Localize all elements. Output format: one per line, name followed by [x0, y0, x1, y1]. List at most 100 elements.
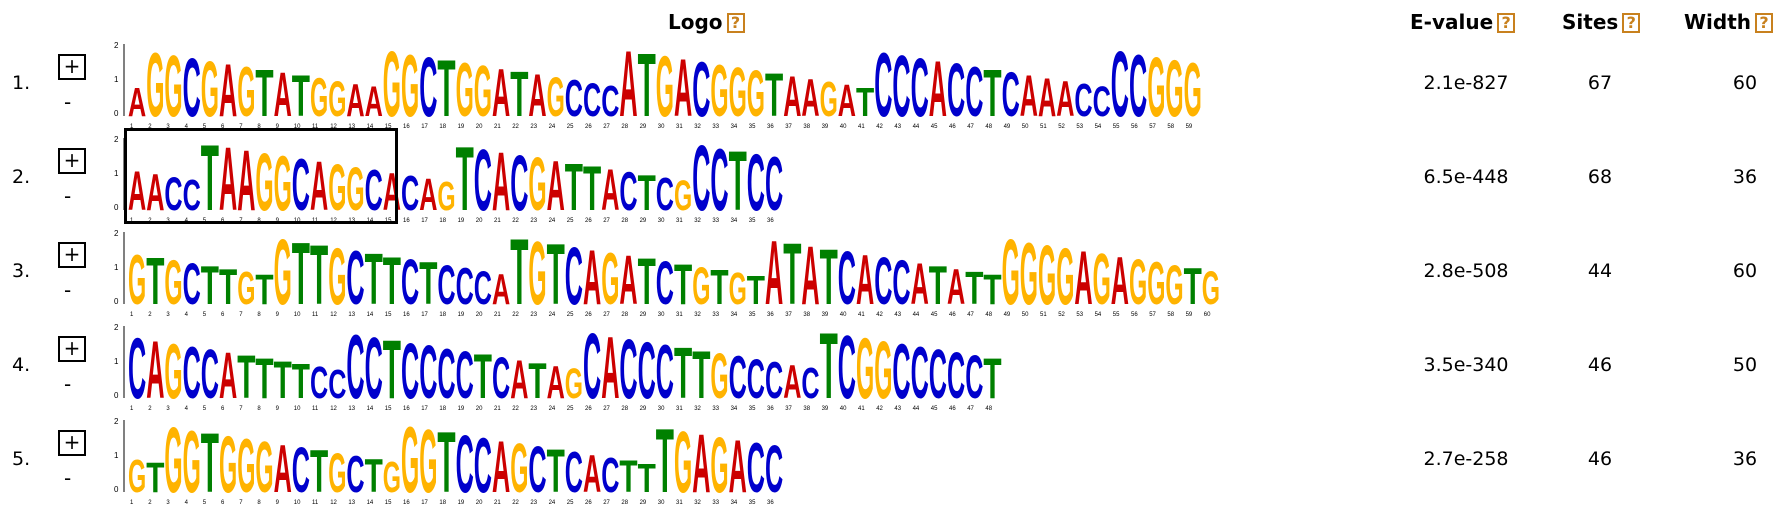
logo-letter: C [310, 358, 328, 409]
logo-position-tick: 6 [221, 406, 225, 412]
logo-letter: A [765, 228, 783, 322]
logo-letter: T [820, 233, 838, 322]
collapse-button[interactable]: - [64, 184, 72, 208]
logo-position-tick: 49 [1004, 124, 1011, 130]
logo-y-tick: 0 [114, 203, 119, 212]
logo-position-tick: 8 [257, 406, 261, 412]
logo-selection-box [124, 128, 398, 224]
logo-letter: T [437, 43, 455, 133]
collapse-button[interactable]: - [64, 90, 72, 114]
logo-position-tick: 41 [858, 406, 865, 412]
logo-position-tick: 26 [585, 500, 592, 506]
logo-letter: C [874, 243, 892, 318]
logo-letter: T [419, 251, 437, 318]
expand-button[interactable]: + [58, 54, 86, 80]
logo-letter: C [710, 134, 728, 228]
help-icon[interactable]: ? [1497, 13, 1516, 33]
logo-letter: C [456, 419, 474, 510]
logo-position-tick: 36 [767, 312, 774, 318]
logo-position-tick: 5 [203, 124, 207, 130]
logo-position-tick: 20 [476, 406, 483, 412]
logo-letter: A [365, 78, 383, 125]
logo-position-tick: 8 [257, 500, 261, 506]
logo-position-tick: 32 [694, 500, 701, 506]
logo-letter: A [692, 418, 710, 510]
logo-letter: C [874, 40, 892, 134]
logo-position-tick: 22 [512, 218, 519, 224]
expand-button[interactable]: + [58, 430, 86, 456]
logo-letter: G [437, 174, 455, 220]
logo-position-tick: 46 [949, 124, 956, 130]
logo-position-tick: 16 [403, 124, 410, 130]
logo-letter: T [528, 352, 546, 409]
logo-letter: G [328, 231, 346, 321]
logo-position-tick: 8 [257, 124, 261, 130]
logo-position-tick: 11 [312, 500, 319, 506]
logo-position-tick: 59 [1186, 312, 1193, 318]
help-icon[interactable]: ? [1755, 13, 1774, 33]
expand-button[interactable]: + [58, 336, 86, 362]
logo-y-tick: 1 [114, 263, 119, 272]
logo-letter: G [401, 40, 419, 134]
logo-position-tick: 17 [421, 124, 428, 130]
logo-position-tick: 29 [640, 406, 647, 412]
logo-letter: G [528, 143, 546, 227]
logo-position-tick: 35 [749, 312, 756, 318]
help-icon[interactable]: ? [1622, 13, 1641, 33]
logo-letter: T [547, 437, 565, 506]
logo-position-tick: 30 [658, 406, 665, 412]
logo-letter: A [146, 163, 164, 221]
logo-position-tick: 2 [148, 124, 152, 130]
logo-letter: C [292, 143, 310, 226]
logo-letter: T [783, 228, 801, 322]
logo-letter: A [619, 40, 637, 134]
logo-position-tick: 16 [403, 218, 410, 224]
logo-position-tick: 44 [913, 312, 920, 318]
logo-letter: C [346, 322, 364, 416]
logo-letter: G [474, 51, 492, 132]
sites-cell: 46 [1587, 354, 1613, 376]
sites-cell: 68 [1587, 166, 1613, 188]
logo-position-tick: 45 [931, 124, 938, 130]
logo-letter: G [328, 70, 346, 127]
help-icon[interactable]: ? [726, 13, 745, 33]
logo-position-tick: 32 [694, 406, 701, 412]
logo-position-tick: 55 [1113, 124, 1120, 130]
logo-position-tick: 22 [512, 500, 519, 506]
logo-letter: G [710, 340, 728, 412]
logo-letter: A [492, 264, 510, 313]
logo-position-tick: 44 [913, 406, 920, 412]
logo-position-tick: 34 [731, 218, 738, 224]
logo-letter: G [164, 416, 182, 510]
logo-letter: A [601, 322, 619, 416]
logo-letter: C [747, 347, 765, 411]
logo-position-tick: 60 [1204, 312, 1211, 318]
logo-position-tick: 48 [985, 406, 992, 412]
logo-position-tick: 54 [1095, 124, 1102, 130]
logo-letter: A [346, 76, 364, 127]
collapse-button[interactable]: - [64, 372, 72, 396]
logo-position-tick: 24 [549, 500, 556, 506]
logo-position-tick: 52 [1058, 124, 1065, 130]
logo-position-tick: 58 [1167, 124, 1174, 130]
evalue-cell: 2.8e-508 [1423, 260, 1509, 282]
logo-position-tick: 55 [1113, 312, 1120, 318]
logo-position-tick: 3 [166, 406, 170, 412]
logo-letter: G [710, 421, 728, 510]
logo-letter: C [528, 433, 546, 506]
logo-position-tick: 35 [749, 218, 756, 224]
logo-letter: C [1074, 76, 1092, 127]
expand-button[interactable]: + [58, 148, 86, 174]
logo-position-tick: 6 [221, 124, 225, 130]
logo-letter: C [183, 251, 201, 316]
logo-y-tick: 2 [114, 229, 119, 238]
expand-button[interactable]: + [58, 242, 86, 268]
logo-letter: G [1165, 43, 1183, 133]
collapse-button[interactable]: - [64, 466, 72, 490]
logo-y-tick: 1 [114, 357, 119, 366]
logo-letter: A [419, 170, 437, 221]
logo-letter: T [729, 135, 747, 228]
width-cell: 60 [1732, 72, 1758, 94]
logo-letter: G [601, 237, 619, 320]
collapse-button[interactable]: - [64, 278, 72, 302]
